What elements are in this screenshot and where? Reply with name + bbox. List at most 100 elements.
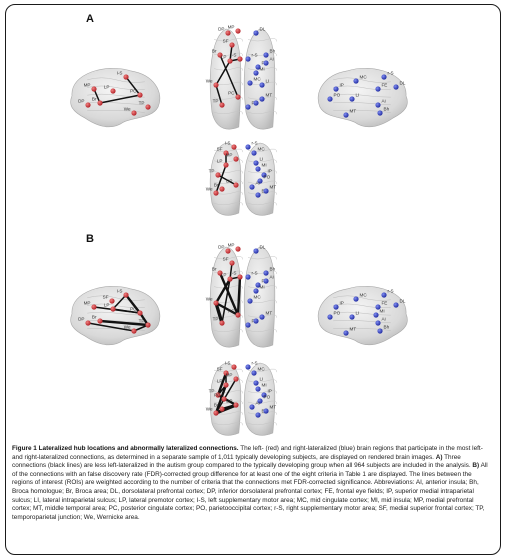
panelB-posterior-node-MC: [251, 370, 257, 376]
panelB-posterior-node-LI: [253, 380, 259, 386]
panelB-left-lateral-connection-I-S-LP: [112, 294, 127, 310]
panelA-posterior-node-MI: [255, 166, 261, 172]
panelB-left-lateral-connection-Br-TP: [98, 319, 150, 327]
panelB-right-lateral-brain-surface: [318, 285, 408, 346]
panelA-right-lateral-node-Ai: [375, 102, 381, 108]
panelB-posterior-node-MI: [255, 386, 261, 392]
panelA-posterior-node-We: [213, 190, 219, 196]
panelA-top-node-MI: [253, 70, 259, 76]
panelA-right-lateral-node-FE: [375, 86, 381, 92]
panelB-top-connection-We-PC: [214, 301, 240, 317]
panelA-posterior-label-LI: LI: [260, 157, 264, 162]
panelB-top-label-DP: DP: [218, 245, 224, 250]
panelB-left-lateral-node-PC: [137, 310, 143, 316]
panelB-left-lateral-node-LP: [110, 306, 116, 312]
panelA-top-node-PC: [235, 94, 241, 100]
panelA-posterior-label-We: We: [206, 187, 213, 192]
panelA-top-label-LP: LP: [221, 55, 227, 60]
panelA-top-node-MT: [259, 96, 265, 102]
panelB-posterior-label-We: We: [206, 407, 213, 412]
panelA-posterior-connection-LP-We: [215, 164, 227, 194]
caption-a-label: A): [435, 453, 443, 461]
panelB-posterior-node-SF: [223, 370, 229, 376]
panelB-posterior-node-We: [213, 410, 219, 416]
panelA-left-lateral-label-TP: TP: [139, 101, 145, 106]
panelA-posterior-node-LI: [253, 160, 259, 166]
panelA-right-lateral-node-PO: [327, 96, 333, 102]
panelA-top-label-I-S: I-S: [231, 53, 237, 58]
panelB-posterior-label-Ai: Ai: [256, 401, 260, 406]
panelA-posterior-label-PO: PO: [264, 175, 271, 180]
panelA-left-lateral-label-DP: DP: [78, 99, 84, 104]
panelB-right-lateral-node-Bh: [377, 328, 383, 334]
panelB-right-lateral-label-Bh: Bh: [384, 325, 390, 330]
panelA-left-lateral-node-PC: [137, 92, 143, 98]
panelA-top-label-Bh: Bh: [270, 49, 276, 54]
panelB-left-lateral-node-SF: [109, 298, 115, 304]
caption-b-label: B): [472, 462, 480, 470]
panelB-top-connection-We-TP: [214, 301, 224, 325]
panelB-posterior-node-MP: [233, 376, 239, 382]
panelB-right-lateral-label-MI: MI: [380, 309, 385, 314]
panelA-top-node-Br: [217, 52, 223, 58]
figure-caption: Figure 1 Lateralized hub locations and a…: [12, 445, 493, 522]
panel-b-letter: B: [86, 233, 94, 245]
panelB-top-label-MT: MT: [266, 311, 273, 316]
panelA-left-lateral-connection-Br-PC: [99, 94, 141, 104]
panelB-posterior-label-LI: LI: [260, 377, 264, 382]
panelB-left-lateral-node-I-S: [123, 292, 129, 298]
panelB-right-lateral-label-LI: LI: [356, 311, 360, 316]
panelB-top-connection-LP-TP: [221, 278, 231, 324]
panelA-top-label-MT: MT: [266, 93, 273, 98]
panelB-top-node-PO: [245, 322, 251, 328]
panelB-posterior-label-MP: MP: [226, 373, 233, 378]
panelB-left-lateral-node-TP: [145, 322, 151, 328]
panelB-left-lateral-label-LP: LP: [104, 303, 110, 308]
panelA-top-node-LI: [259, 82, 265, 88]
caption-title: Figure 1 Lateralized hub locations and a…: [12, 445, 239, 452]
panelB-left-lateral-node-Br: [97, 318, 103, 324]
panelB-posterior-node-TP: [215, 392, 221, 398]
panelA-left-lateral-label-PC: PC: [130, 89, 137, 94]
panelB-top-node-LP: [227, 276, 233, 282]
panelA-top-node-r-S: [245, 56, 251, 62]
panelB-right-lateral-label-PO: PO: [334, 311, 341, 316]
panelB-right-lateral-label-FE: FE: [382, 301, 388, 306]
panelA-posterior-label-I-S: I-S: [225, 141, 231, 146]
panelA-right-lateral-label-Ai: Ai: [382, 99, 386, 104]
panelB-posterior-node-r-S: [245, 364, 251, 370]
panelA-right-lateral-node-Bh: [377, 110, 383, 116]
panelB-left-lateral-node-MP: [91, 304, 97, 310]
panelB-right-lateral-node-DL: [393, 302, 399, 308]
panelA-top-label-We: We: [206, 79, 213, 84]
panelB-top-left-hemisphere: [209, 246, 242, 348]
panelB-posterior-node-MT: [263, 408, 269, 414]
panelA-posterior-view: I-Sr-SMCSFMPLPLITPMIIPDPPOAiBrWeBhMT: [206, 141, 278, 216]
panelA-posterior-node-LP: [223, 162, 229, 168]
panelA-right-lateral-label-r-S: r-S: [388, 71, 394, 76]
panelB-top-label-DL: DL: [260, 245, 266, 250]
panelB-top-label-Ai: Ai: [270, 275, 274, 280]
panelA-right-lateral-label-MT: MT: [350, 109, 357, 114]
panelA-posterior-node-MT: [263, 188, 269, 194]
panelA-left-lateral-node-I-S: [123, 74, 129, 80]
panelA-posterior-label-LP: LP: [217, 159, 223, 164]
panelB-right-lateral-label-r-S: r-S: [388, 289, 394, 294]
panelA-posterior-node-r-S: [245, 144, 251, 150]
panelB-left-lateral-node-DP: [85, 320, 91, 326]
panelB-top-label-MC: MC: [254, 295, 262, 300]
panelA-top-connection-SF-LP: [229, 44, 233, 62]
panelB-top-node-PC: [235, 312, 241, 318]
panelA-top-connection-Br-PC: [219, 54, 239, 98]
panelA-posterior-label-MP: MP: [226, 153, 233, 158]
panelA-left-lateral-brain-surface: [70, 67, 160, 128]
panelA-posterior-label-MT: MT: [270, 185, 277, 190]
panelB-right-lateral-node-IP: [333, 304, 339, 310]
panelB-top-label-SF: SF: [223, 257, 229, 262]
panelB-right-lateral-node-FE: [375, 304, 381, 310]
panelB-left-lateral-label-TP: TP: [139, 319, 145, 324]
panelB-top-label-r-S: r-S: [252, 271, 258, 276]
